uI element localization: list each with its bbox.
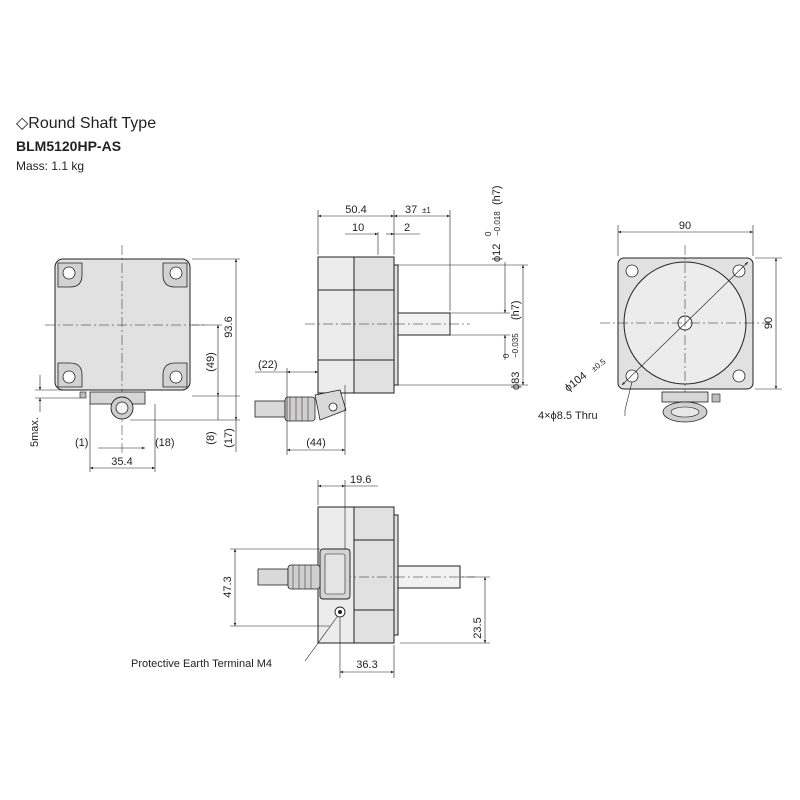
- mount-holes-label: 4×ϕ8.5 Thru: [538, 410, 598, 422]
- section-title: ◇Round Shaft Type: [16, 115, 157, 132]
- motor-side-rear: [317, 256, 355, 394]
- dim-35-4: 35.4: [111, 456, 132, 468]
- dim-22: (22): [258, 359, 278, 371]
- dim-pilot-dia: ϕ83: [510, 372, 522, 390]
- mass-label: Mass: 1.1 kg: [16, 159, 85, 173]
- bottom-view: 19.6 47.3 23.5 36.3 Protective Earth Ter…: [131, 474, 490, 678]
- dim-shaft-dia: ϕ12: [491, 244, 503, 262]
- dim-flange-width: 90: [679, 220, 691, 232]
- flange-view: 90 90 ϕ104 ±0.5 4×ϕ8.5 Thru: [538, 220, 782, 423]
- svg-text:0: 0: [502, 353, 511, 358]
- dim-pcd-tol: ±0.5: [590, 357, 608, 374]
- dim-5max: 5max.: [29, 417, 41, 447]
- dim-2: 2: [404, 222, 410, 234]
- cable: [254, 400, 286, 418]
- cable-connector: [284, 396, 316, 422]
- svg-text:0: 0: [484, 231, 493, 236]
- front-view: 93.6 (49) (8) (17) 5max. (1) (18) 35.4: [29, 245, 240, 472]
- corner-pad-bl: [57, 362, 83, 388]
- bottom-flange-body: [353, 506, 395, 644]
- mount-hole-tl: [625, 264, 639, 278]
- model-name: BLM5120HP-AS: [16, 138, 122, 154]
- mount-hole-bl: [625, 369, 639, 383]
- motor-front-body: [54, 258, 191, 391]
- dim-19-6: 19.6: [350, 474, 371, 486]
- bottom-cable: [257, 568, 289, 586]
- dim-36-3: 36.3: [356, 659, 377, 671]
- dim-37: 37: [405, 204, 417, 216]
- motor-shaft: [397, 312, 451, 336]
- side-view: 50.4 37 ±1 10 2 ϕ12 0 −0.018 (h7) ϕ83 0 …: [254, 185, 528, 455]
- dim-49: (49): [205, 352, 217, 372]
- dim-18: (18): [155, 437, 175, 449]
- svg-text:−0.035: −0.035: [511, 333, 520, 358]
- dim-23-5: 23.5: [472, 617, 484, 638]
- dim-44: (44): [306, 437, 326, 449]
- dim-50-4: 50.4: [345, 204, 366, 216]
- dim-8: (8): [205, 431, 217, 444]
- dim-10: 10: [352, 222, 364, 234]
- dim-37-tol: ±1: [422, 206, 431, 215]
- corner-pad-br: [162, 362, 188, 388]
- corner-pad-tl: [57, 262, 83, 288]
- earth-terminal-label: Protective Earth Terminal M4: [131, 658, 272, 670]
- mount-hole-br: [732, 369, 746, 383]
- dim-47-3: 47.3: [222, 576, 234, 597]
- svg-text:−0.018: −0.018: [493, 211, 502, 236]
- motor-side-flange: [353, 256, 395, 394]
- dim-17: (17): [223, 428, 235, 448]
- dim-1: (1): [75, 437, 88, 449]
- dim-flange-height: 90: [763, 317, 775, 329]
- dim-pcd: ϕ104: [562, 370, 589, 395]
- dim-height-93-6: 93.6: [223, 316, 235, 337]
- corner-pad-tr: [162, 262, 188, 288]
- svg-text:(h7): (h7): [510, 300, 522, 320]
- svg-text:(h7): (h7): [491, 185, 503, 205]
